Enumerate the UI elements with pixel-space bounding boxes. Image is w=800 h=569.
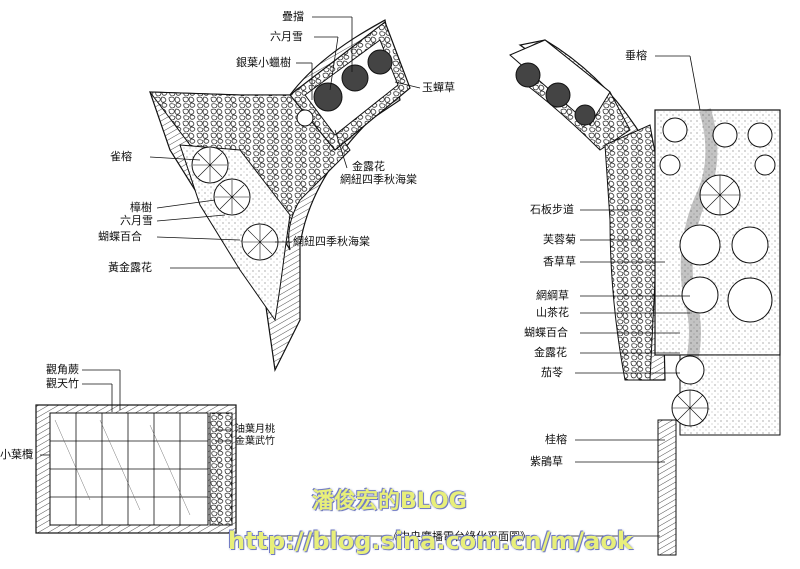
label-jinbian: 油葉月桃: [235, 424, 275, 435]
label-jinlou-sub: 網紐四季秋海棠: [340, 173, 417, 186]
label-shiban: 石板步道: [530, 203, 574, 216]
label-shancha: 山茶花: [536, 306, 569, 319]
label-gaojian: 疊擋: [282, 10, 304, 23]
bottom-terrace-plan: [35, 404, 237, 534]
label-mufu: 蝴蝶百合: [98, 230, 142, 243]
watermark-url: http://blog.sina.com.cn/m/aok: [228, 527, 633, 555]
label-guihua: 桂榕: [545, 433, 567, 446]
label-wangtian: 網綱草: [536, 289, 569, 302]
label-furong: 芙蓉菊: [543, 233, 576, 246]
label-yumancao: 玉蟬草: [422, 81, 455, 94]
label-liuyuexue-2: 六月雪: [120, 214, 153, 227]
left-planting-bed: [148, 19, 411, 372]
label-guizhu: 觀角蕨: [46, 363, 79, 376]
label-hudie: 蝴蝶百合: [524, 326, 568, 339]
label-yinyexiaola: 銀葉小蠟樹: [236, 56, 291, 69]
label-xiangcao: 香草草: [543, 255, 576, 268]
right-planting-bed: [509, 39, 781, 556]
label-liuyuexue-1: 六月雪: [270, 30, 303, 43]
label-yuehe: 茄苓: [541, 366, 563, 379]
label-jinlou: 金露花: [352, 160, 385, 173]
leader-lines: [40, 16, 701, 537]
label-xianglu: 雀榕: [110, 150, 132, 163]
label-huangjinlu: 黃金露花: [108, 261, 152, 274]
label-siji: 網紐四季秋海棠: [293, 235, 370, 248]
label-zijing: 紫鵑草: [530, 455, 563, 468]
label-zhangshu: 樟樹: [130, 201, 152, 214]
label-chuishu: 垂榕: [625, 49, 647, 62]
watermark-blog-name: 潘俊宏的BLOG: [312, 489, 467, 514]
label-jinye: 金葉武竹: [235, 436, 275, 447]
label-jinlu: 金露花: [534, 346, 567, 359]
drawing-caption: 《中央廣播電台綠化平面圖》: [388, 530, 531, 543]
label-xiaoyu: 小葉欖: [0, 448, 33, 461]
label-tianzhu: 觀天竹: [46, 377, 79, 390]
